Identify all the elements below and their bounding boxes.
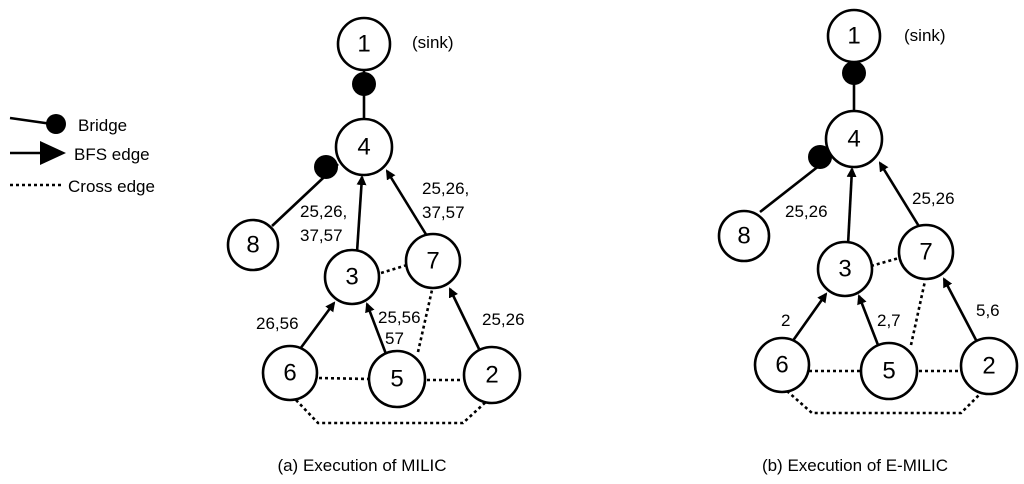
caption-b: (b) Execution of E-MILIC — [762, 456, 948, 475]
edge-label-7-4-line1: 25,26, — [422, 179, 469, 198]
edge-label-5-3: 2,7 — [877, 311, 901, 330]
svg-text:1: 1 — [357, 31, 370, 58]
bfs-edge-7-4 — [385, 169, 429, 237]
node-4: 4 — [824, 109, 884, 169]
legend-bfs-label: BFS edge — [74, 145, 150, 164]
edge-label-6-3: 26,56 — [256, 314, 299, 333]
svg-text:4: 4 — [847, 126, 860, 153]
edge-label-7-4: 25,26 — [912, 189, 955, 208]
legend: Bridge BFS edge Cross edge — [9, 114, 155, 196]
legend-bfs-arrow-icon — [40, 141, 66, 165]
sink-label: (sink) — [904, 26, 946, 45]
node-2: 2 — [959, 336, 1019, 396]
edge-label-2-7: 25,26 — [482, 310, 525, 329]
bridge-dot-1-4 — [352, 72, 376, 96]
bfs-edge-2-7 — [448, 287, 482, 352]
svg-text:3: 3 — [345, 264, 358, 291]
svg-text:7: 7 — [919, 239, 932, 266]
svg-text:7: 7 — [426, 248, 439, 275]
bfs-edge-7-4 — [878, 161, 922, 229]
edge-label-2-7: 5,6 — [976, 301, 1000, 320]
svg-text:1: 1 — [847, 23, 860, 50]
svg-text:3: 3 — [838, 256, 851, 283]
cross-edge-3-7 — [870, 256, 900, 268]
svg-text:5: 5 — [882, 358, 895, 385]
edge-label-7-4-line2: 37,57 — [422, 203, 465, 222]
legend-cross-label: Cross edge — [68, 177, 155, 196]
edge-label-5-3-line1: 25,56 — [378, 308, 421, 327]
svg-text:4: 4 — [357, 134, 370, 161]
svg-text:2: 2 — [982, 353, 995, 380]
cross-edge-6-5 — [318, 376, 370, 381]
panel-a: 1 4 8 3 7 6 5 2 (sink) 25,26, 37,57 25,2… — [226, 16, 525, 475]
legend-bridge-dot — [46, 114, 66, 134]
legend-bridge-line — [9, 116, 53, 126]
svg-text:8: 8 — [246, 232, 259, 259]
node-1: 1 — [336, 16, 392, 72]
edge-label-5-3-line2: 57 — [385, 329, 404, 348]
svg-text:6: 6 — [775, 352, 788, 379]
node-6: 6 — [753, 336, 811, 394]
bridge-dot-1-4 — [842, 61, 866, 85]
panel-b: 1 4 8 3 7 6 5 2 (sink) 25,26 25,26 2 2,7… — [717, 8, 1019, 475]
sink-label: (sink) — [412, 33, 454, 52]
bfs-edge-3-4 — [846, 167, 857, 246]
bfs-edge-3-4 — [355, 175, 367, 253]
svg-text:6: 6 — [283, 360, 296, 387]
edge-label-3-4-line1: 25,26, — [300, 202, 347, 221]
bfs-edge-6-3 — [790, 292, 828, 343]
node-2: 2 — [462, 345, 522, 405]
svg-text:5: 5 — [390, 366, 403, 393]
caption-a: (a) Execution of MILIC — [277, 456, 446, 475]
node-6: 6 — [261, 344, 319, 402]
bfs-edge-2-7 — [942, 277, 978, 341]
cross-edge-5-7 — [416, 289, 434, 353]
node-3: 3 — [323, 248, 381, 306]
svg-text:2: 2 — [485, 362, 498, 389]
bfs-edge-6-3 — [298, 301, 336, 350]
edge-label-6-3: 2 — [781, 311, 790, 330]
node-5: 5 — [367, 349, 427, 409]
svg-text:8: 8 — [737, 223, 750, 250]
cross-edge-5-7 — [909, 280, 927, 346]
cross-edge-3-7 — [380, 263, 408, 275]
node-8: 8 — [717, 209, 771, 263]
legend-bridge-label: Bridge — [78, 116, 127, 135]
bfs-edge-5-3 — [365, 302, 388, 355]
node-8: 8 — [226, 218, 280, 272]
node-7: 7 — [404, 232, 462, 290]
edge-label-3-4: 25,26 — [785, 202, 828, 221]
bfs-edge-5-3 — [857, 294, 880, 346]
node-1: 1 — [826, 8, 882, 64]
bridge-dot-8-4 — [314, 155, 338, 179]
node-7: 7 — [897, 223, 955, 281]
bridge-dot-8-4 — [808, 145, 832, 169]
node-3: 3 — [816, 240, 874, 298]
node-5: 5 — [859, 341, 919, 401]
node-4: 4 — [334, 117, 394, 177]
edge-label-3-4-line2: 37,57 — [300, 226, 343, 245]
cross-edge-6-2 — [295, 399, 489, 425]
